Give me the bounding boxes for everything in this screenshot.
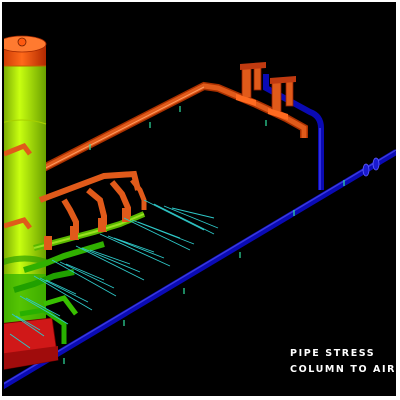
support-force-arrows bbox=[9, 199, 219, 349]
control-valve-group bbox=[236, 62, 296, 120]
drawing-title-line-2: COLUMN TO AIR bbox=[290, 364, 394, 375]
blue-header-pipe bbox=[4, 149, 396, 390]
base-skid bbox=[4, 317, 59, 370]
drawing-frame bbox=[2, 2, 396, 396]
support-tags bbox=[63, 106, 345, 364]
drawing-title-line-1: PIPE STRESS bbox=[290, 348, 376, 359]
isometric-pipe-model bbox=[4, 35, 396, 390]
orange-process-pipe bbox=[20, 81, 308, 188]
branch-pipework bbox=[4, 142, 147, 344]
distillation-column bbox=[4, 35, 47, 356]
drawing-title-block: PIPE STRESS COLUMN TO AIR bbox=[290, 346, 394, 378]
